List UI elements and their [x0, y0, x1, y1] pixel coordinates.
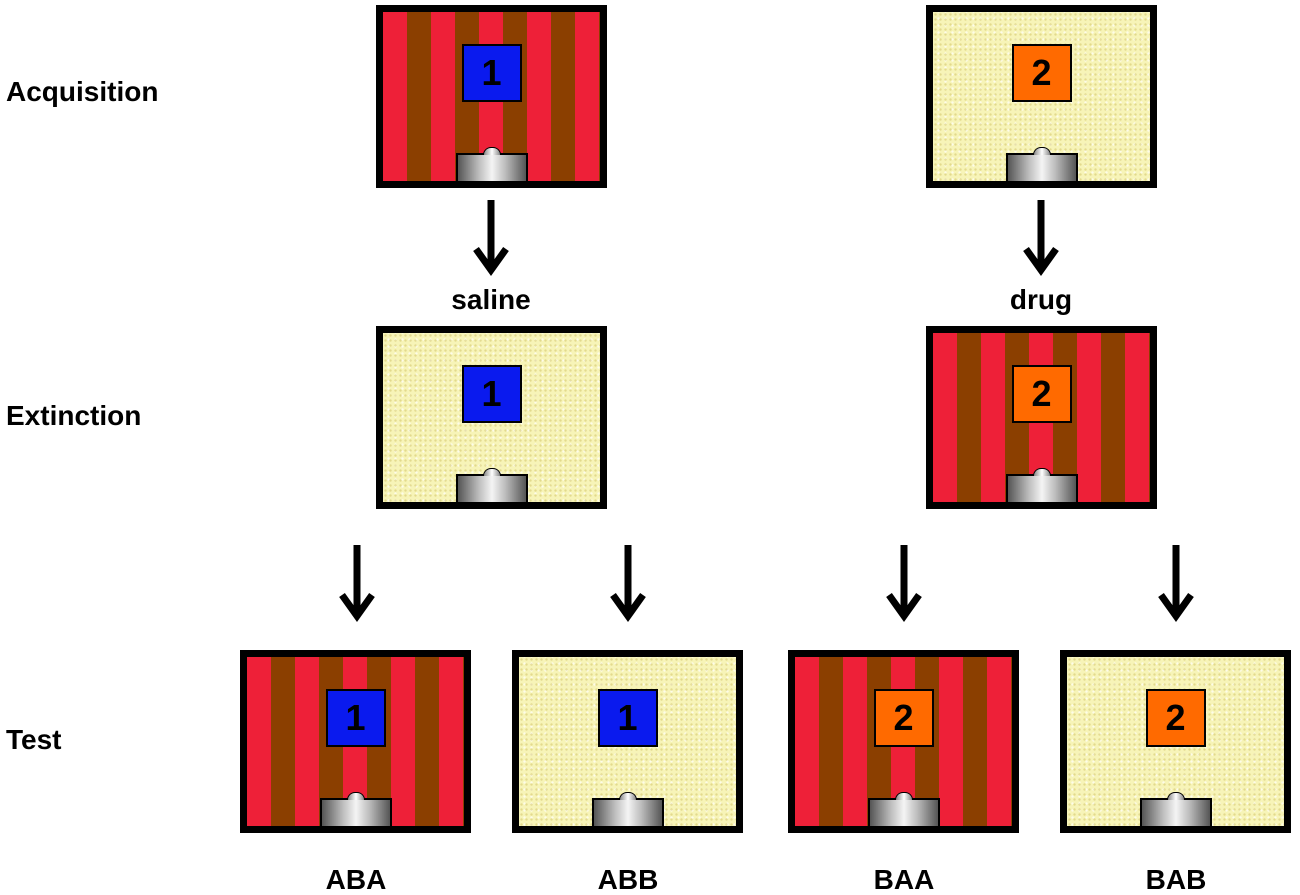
- group-label-abb: ABB: [597, 864, 659, 895]
- test-chamber-aba: 1: [240, 650, 471, 833]
- arrow-down-icon: [610, 545, 646, 623]
- cue-1-blue: 1: [325, 689, 386, 747]
- cue-2-orange: 2: [1011, 44, 1072, 102]
- arrow-down-icon: [886, 545, 922, 623]
- lever-icon: [319, 792, 392, 826]
- extinction-chamber-context-a: 2: [926, 326, 1157, 509]
- cue-1-blue: 1: [597, 689, 658, 747]
- arrow-down-icon: [1158, 545, 1194, 623]
- arrow-down-icon: [473, 200, 509, 277]
- group-label-bab: BAB: [1145, 864, 1207, 895]
- test-chamber-abb: 1: [512, 650, 743, 833]
- cue-1-blue: 1: [461, 44, 522, 102]
- lever-icon: [867, 792, 940, 826]
- lever-icon: [1005, 468, 1078, 502]
- cue-2-orange: 2: [1145, 689, 1206, 747]
- cue-2-orange: 2: [1011, 365, 1072, 423]
- lever-icon: [1139, 792, 1212, 826]
- acquisition-chamber-context-a: 1: [376, 5, 607, 188]
- group-label-aba: ABA: [325, 864, 387, 895]
- lever-icon: [591, 792, 664, 826]
- acquisition-chamber-context-b: 2: [926, 5, 1157, 188]
- lever-icon: [1005, 147, 1078, 181]
- row-label-test: Test: [6, 724, 62, 755]
- arrow-down-icon: [339, 545, 375, 623]
- group-label-baa: BAA: [873, 864, 935, 895]
- row-label-acquisition: Acquisition: [6, 76, 159, 107]
- extinction-chamber-context-b: 1: [376, 326, 607, 509]
- treatment-label-drug: drug: [1009, 284, 1073, 315]
- treatment-label-saline: saline: [451, 284, 531, 315]
- row-label-extinction: Extinction: [6, 400, 142, 431]
- lever-icon: [455, 147, 528, 181]
- arrow-down-icon: [1023, 200, 1059, 277]
- test-chamber-baa: 2: [788, 650, 1019, 833]
- cue-1-blue: 1: [461, 365, 522, 423]
- test-chamber-bab: 2: [1060, 650, 1291, 833]
- lever-icon: [455, 468, 528, 502]
- cue-2-orange: 2: [873, 689, 934, 747]
